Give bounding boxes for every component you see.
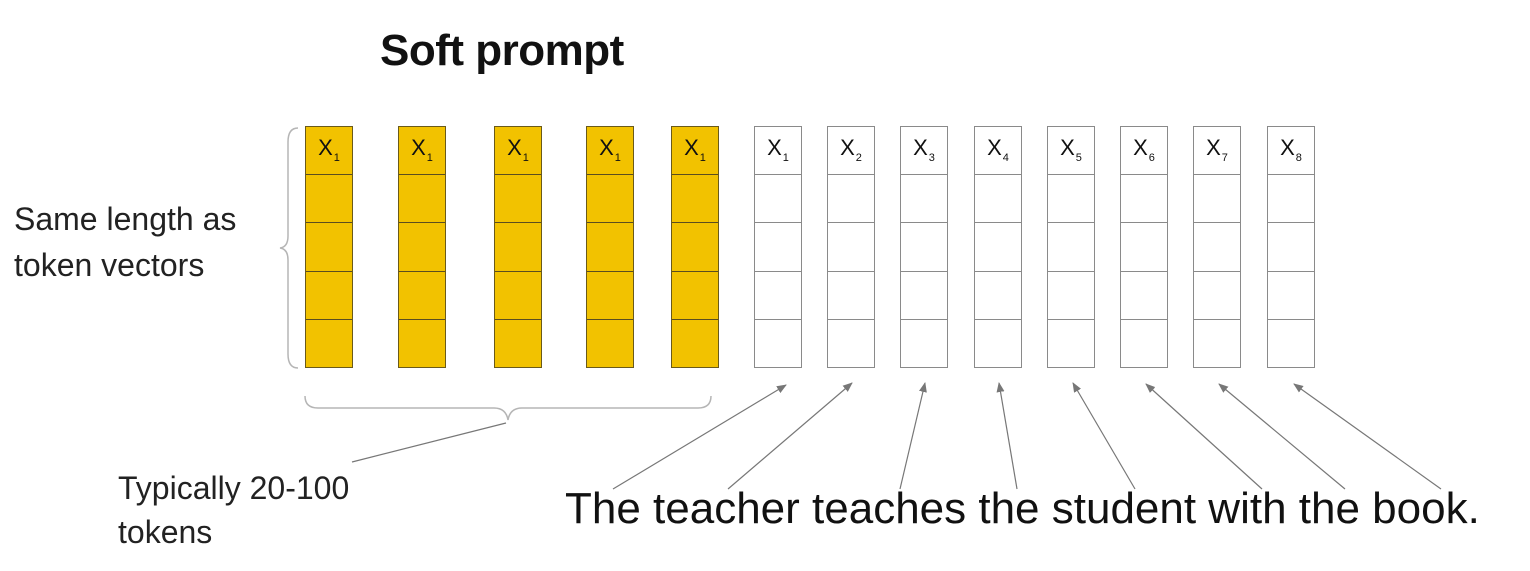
word-arrow <box>727 382 853 490</box>
soft-token-label: X1 <box>684 135 706 164</box>
token-label: X3 <box>913 135 935 164</box>
soft-token-label: X1 <box>599 135 621 164</box>
prompt-length-label-line2: tokens <box>118 514 213 550</box>
token-label: X1 <box>767 135 789 164</box>
word-arrow <box>1218 383 1346 490</box>
token-vector: X4 <box>974 126 1022 368</box>
soft-prompt-vector: X1 <box>671 126 719 368</box>
token-vector: X7 <box>1193 126 1241 368</box>
vector-length-label-line1: Same length as <box>14 201 237 237</box>
word-arrow <box>1072 382 1136 490</box>
soft-prompt-vector: X1 <box>586 126 634 368</box>
token-label: X8 <box>1280 135 1302 164</box>
token-label: X5 <box>1060 135 1082 164</box>
brace-pointer-line <box>351 422 507 463</box>
prompt-length-label: Typically 20-100 tokens <box>118 466 349 554</box>
token-vector: X3 <box>900 126 948 368</box>
token-label: X6 <box>1133 135 1155 164</box>
vector-length-label-line2: token vectors <box>14 247 205 283</box>
vertical-brace <box>279 127 299 369</box>
soft-token-label: X1 <box>411 135 433 164</box>
word-arrow <box>996 382 1018 490</box>
word-arrow <box>1145 383 1263 490</box>
token-vector: X8 <box>1267 126 1315 368</box>
soft-prompt-vector: X1 <box>398 126 446 368</box>
soft-token-label: X1 <box>318 135 340 164</box>
token-label: X2 <box>840 135 862 164</box>
vector-length-label: Same length as token vectors <box>14 196 236 288</box>
soft-prompt-vector: X1 <box>305 126 353 368</box>
soft-prompt-vector: X1 <box>494 126 542 368</box>
word-arrow <box>899 382 927 490</box>
word-arrow <box>1293 383 1442 490</box>
token-vector: X2 <box>827 126 875 368</box>
word-arrow <box>612 384 787 490</box>
diagram-title: Soft prompt <box>380 26 624 75</box>
token-label: X4 <box>987 135 1009 164</box>
token-vector: X6 <box>1120 126 1168 368</box>
token-vector: X1 <box>754 126 802 368</box>
horizontal-brace <box>304 395 712 421</box>
token-label: X7 <box>1206 135 1228 164</box>
token-vector: X5 <box>1047 126 1095 368</box>
input-sentence: The teacher teaches the student with the… <box>565 484 1480 533</box>
prompt-length-label-line1: Typically 20-100 <box>118 470 350 506</box>
soft-token-label: X1 <box>507 135 529 164</box>
